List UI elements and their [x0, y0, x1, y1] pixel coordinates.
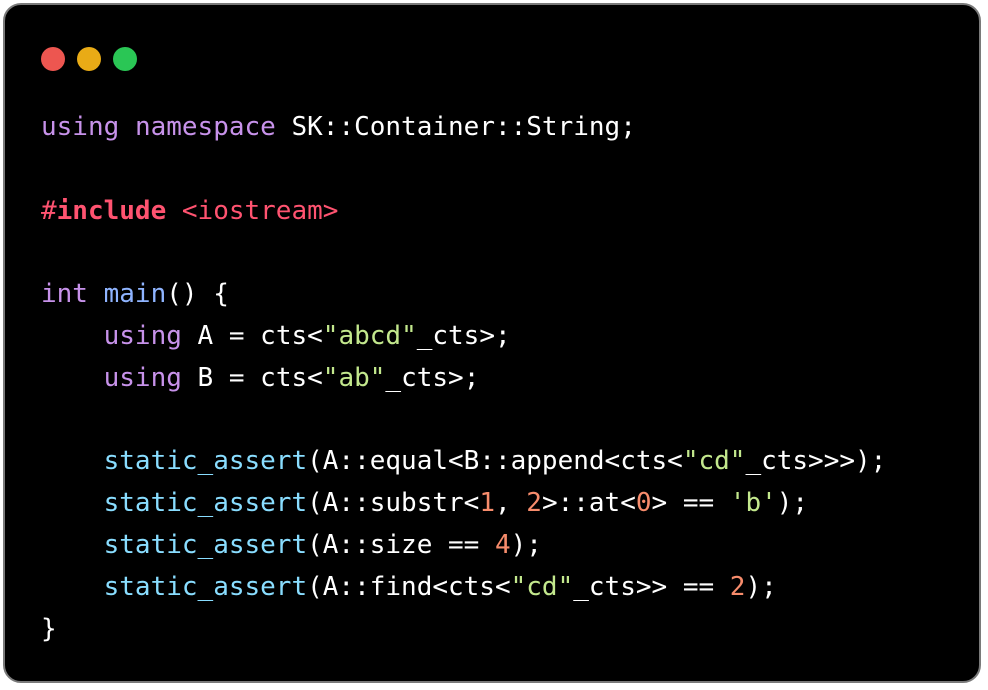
code-token: _cts>>>);	[745, 446, 887, 477]
code-token: <iostream>	[181, 195, 339, 226]
code-token	[41, 446, 104, 476]
code-token	[41, 363, 104, 393]
code-token	[41, 530, 104, 560]
code-token	[41, 572, 104, 602]
code-token: _cts>> ==	[573, 571, 730, 602]
close-button[interactable]	[41, 47, 65, 71]
minimize-button[interactable]	[77, 47, 101, 71]
code-token: using	[103, 320, 182, 351]
code-token	[119, 112, 135, 142]
code-line: static_assert(A::size == 4);	[41, 525, 886, 567]
code-token: include	[56, 195, 167, 226]
code-token: 2	[729, 571, 746, 602]
code-token: main	[103, 279, 167, 310]
code-token: );	[745, 571, 777, 602]
code-line: using A = cts<"abcd"_cts>;	[41, 316, 886, 358]
code-token	[166, 196, 182, 226]
code-token: "cd"	[682, 446, 746, 477]
code-token: >::at<	[541, 488, 636, 519]
code-token: 1	[479, 488, 495, 519]
code-token: (A::size ==	[307, 529, 495, 560]
code-token: 0	[635, 488, 652, 519]
code-token: 2	[526, 488, 542, 519]
code-line: static_assert(A::substr<1, 2>::at<0> == …	[41, 483, 886, 525]
code-token: static_assert	[103, 529, 308, 560]
maximize-button[interactable]	[113, 47, 137, 71]
code-token: "ab"	[322, 362, 386, 393]
code-line: }	[41, 609, 886, 651]
code-token: A = cts<	[181, 320, 323, 351]
code-token	[41, 488, 104, 518]
code-token: }	[41, 613, 57, 644]
code-token: (A::substr<	[307, 488, 480, 519]
code-token: using	[103, 362, 182, 393]
code-token: _cts>;	[385, 362, 480, 393]
code-window: using namespace SK::Container::String;#i…	[3, 3, 981, 683]
code-token: int	[41, 279, 88, 310]
code-line: using namespace SK::Container::String;	[41, 107, 886, 149]
code-token: (A::find<cts<	[307, 571, 511, 602]
code-line	[41, 149, 886, 191]
code-token: );	[776, 488, 809, 519]
code-line: static_assert(A::equal<B::append<cts<"cd…	[41, 441, 887, 483]
code-token: );	[510, 529, 542, 560]
code-token: "cd"	[510, 571, 574, 602]
code-token: B = cts<	[181, 362, 323, 393]
code-line: using B = cts<"ab"_cts>;	[41, 358, 886, 400]
window-controls	[41, 47, 137, 71]
code-token: 4	[494, 529, 511, 560]
code-line: #include <iostream>	[41, 191, 886, 233]
code-token: static_assert	[103, 488, 308, 519]
code-token: #	[41, 195, 57, 226]
code-token: ,	[494, 488, 527, 519]
code-token: () {	[166, 279, 229, 310]
code-block: using namespace SK::Container::String;#i…	[41, 107, 886, 650]
code-token: static_assert	[103, 446, 308, 477]
code-line	[41, 400, 886, 442]
code-token: 'b'	[729, 488, 777, 519]
code-token: > ==	[651, 488, 730, 519]
code-line	[41, 232, 886, 274]
code-token	[41, 321, 104, 351]
code-line: int main() {	[41, 274, 886, 316]
code-token: static_assert	[103, 571, 308, 602]
code-token	[88, 279, 104, 309]
code-line: static_assert(A::find<cts<"cd"_cts>> == …	[41, 567, 886, 609]
code-token: _cts>;	[416, 320, 511, 351]
code-token: using	[41, 112, 120, 142]
code-token: "abcd"	[322, 320, 417, 351]
code-token: (A::equal<B::append<cts<	[307, 446, 683, 477]
code-token: SK::Container::String;	[275, 112, 636, 142]
code-token: namespace	[134, 112, 276, 142]
